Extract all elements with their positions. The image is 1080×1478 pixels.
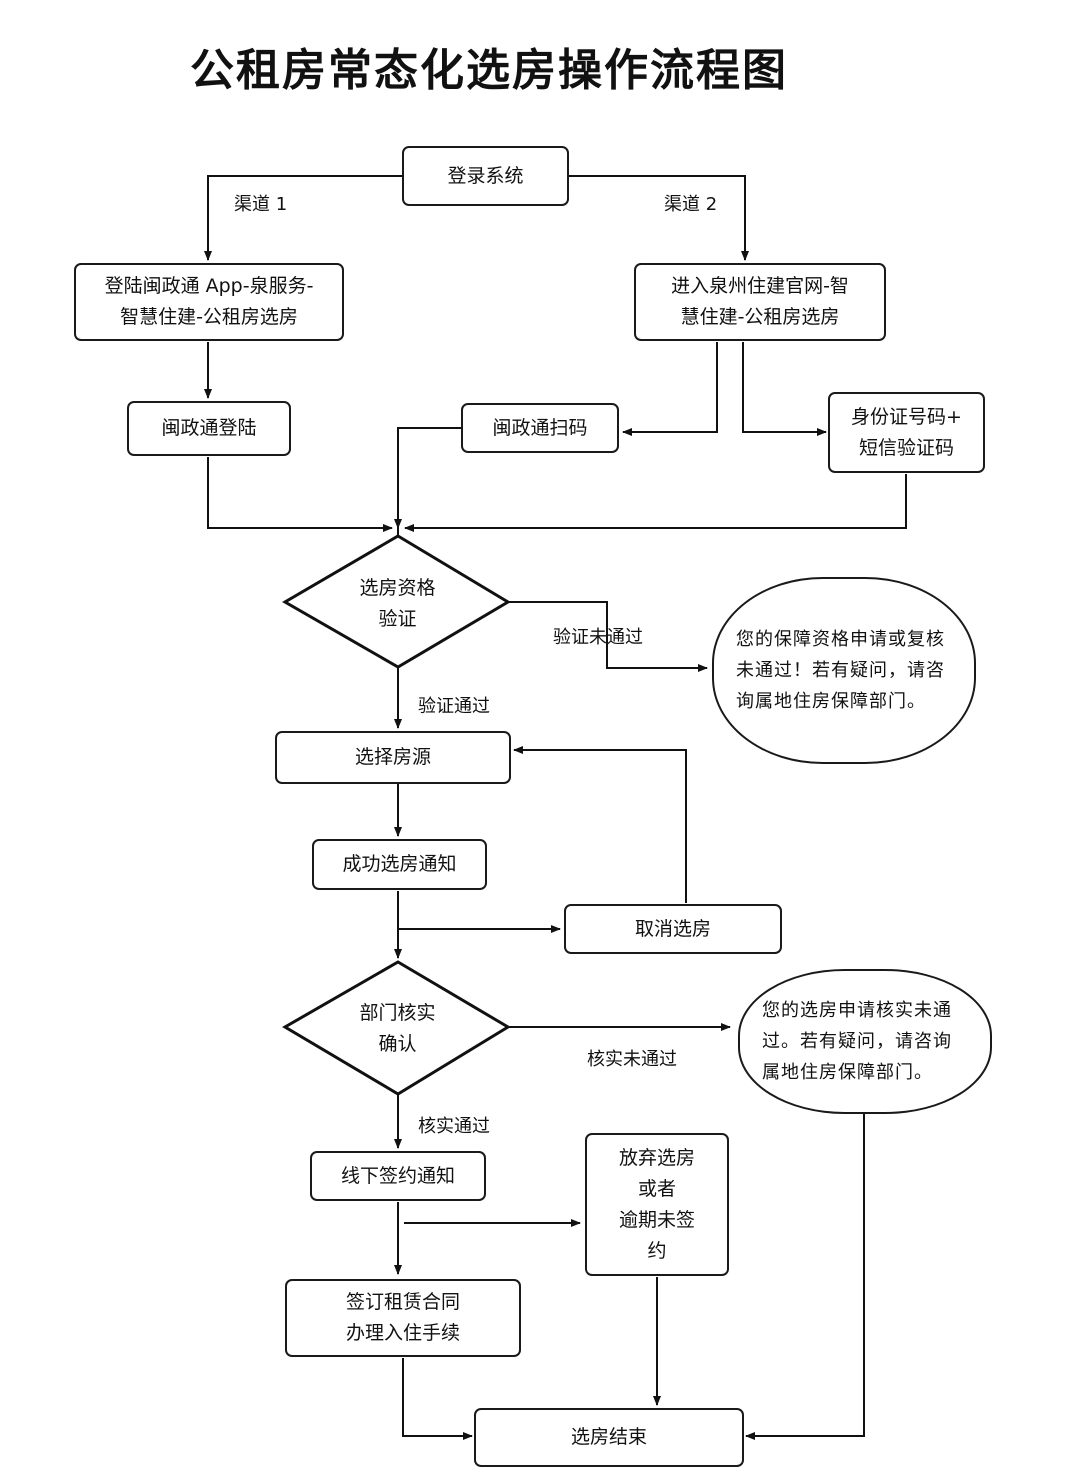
success-notice-label: 成功选房通知 [342, 853, 457, 875]
id-sms-label: 身份证号码+ 短信验证码 [851, 405, 962, 459]
select-house-label: 选择房源 [354, 746, 431, 768]
success-notice-node: 成功选房通知 [312, 839, 487, 890]
channel1-label: 渠道 1 [234, 194, 288, 215]
qual-fail-label: 验证未通过 [553, 627, 643, 648]
select-house-node: 选择房源 [275, 731, 511, 784]
giveup-node: 放弃选房 或者 逾期未签 约 [585, 1133, 729, 1276]
mzt-scan-node: 闽政通扫码 [461, 403, 619, 453]
cancel-selection-label: 取消选房 [634, 917, 711, 940]
connector-website-to-scan [622, 342, 718, 436]
connector-website-to-idsms [742, 342, 827, 436]
end-node: 选房结束 [474, 1408, 744, 1467]
connector-scan-to-merge [394, 427, 461, 529]
connector-idsms-to-merge [404, 474, 907, 532]
qualification-diamond-shape [282, 534, 511, 669]
sign-contract-node: 签订租赁合同 办理入住手续 [285, 1279, 521, 1357]
qual-fail-message-node: 您的保障资格申请或复核未通过！若有疑问，请咨询属地住房保障部门。 [712, 577, 976, 764]
connector-channel1 [204, 175, 402, 261]
dept-verify-label: 部门核实 确认 [359, 1002, 436, 1055]
connector-mzt-login-to-merge [207, 457, 393, 532]
id-sms-node: 身份证号码+ 短信验证码 [828, 392, 985, 473]
app-login-node: 登陆闽政通 App-泉服务- 智慧住建-公租房选房 [74, 263, 344, 341]
sign-contract-label: 签订租赁合同 办理入住手续 [345, 1291, 460, 1344]
mzt-login-node: 闽政通登陆 [127, 401, 291, 456]
website-node: 进入泉州住建官网-智 慧住建-公租房选房 [634, 263, 886, 341]
connector-cancel-to-select [513, 746, 687, 903]
connector-contract-to-end [402, 1358, 473, 1440]
verify-pass-label: 核实通过 [418, 1116, 490, 1137]
verify-fail-message-node: 您的选房申请核实未通过。若有疑问，请咨询属地住房保障部门。 [738, 969, 992, 1114]
app-login-label: 登陆闽政通 App-泉服务- 智慧住建-公租房选房 [104, 275, 314, 328]
offline-sign-node: 线下签约通知 [310, 1151, 486, 1201]
login-label: 登录系统 [447, 164, 524, 187]
diagram-title: 公租房常态化选房操作流程图 [190, 45, 788, 96]
cancel-selection-node: 取消选房 [564, 904, 782, 954]
verify-fail-label: 核实未通过 [587, 1049, 677, 1070]
verify-fail-message-text: 您的选房申请核实未通过。若有疑问，请咨询属地住房保障部门。 [762, 1000, 952, 1083]
connector-channel2 [569, 175, 749, 261]
website-label: 进入泉州住建官网-智 慧住建-公租房选房 [671, 275, 849, 328]
dept-verify-diamond-shape [282, 960, 511, 1096]
connector-qual-fail [508, 601, 708, 672]
mzt-login-label: 闽政通登陆 [161, 417, 257, 439]
qual-pass-label: 验证通过 [418, 696, 490, 717]
channel2-label: 渠道 2 [664, 194, 718, 215]
qualification-label: 选房资格 验证 [359, 577, 436, 630]
login-node: 登录系统 [402, 146, 569, 206]
qual-fail-message-text: 您的保障资格申请或复核未通过！若有疑问，请咨询属地住房保障部门。 [736, 629, 945, 712]
connector-verifymsg-to-end [745, 1114, 865, 1440]
giveup-label: 放弃选房 或者 逾期未签 约 [618, 1146, 695, 1262]
offline-sign-label: 线下签约通知 [340, 1164, 455, 1187]
end-label: 选房结束 [570, 1426, 647, 1448]
mzt-scan-label: 闽政通扫码 [492, 416, 588, 439]
